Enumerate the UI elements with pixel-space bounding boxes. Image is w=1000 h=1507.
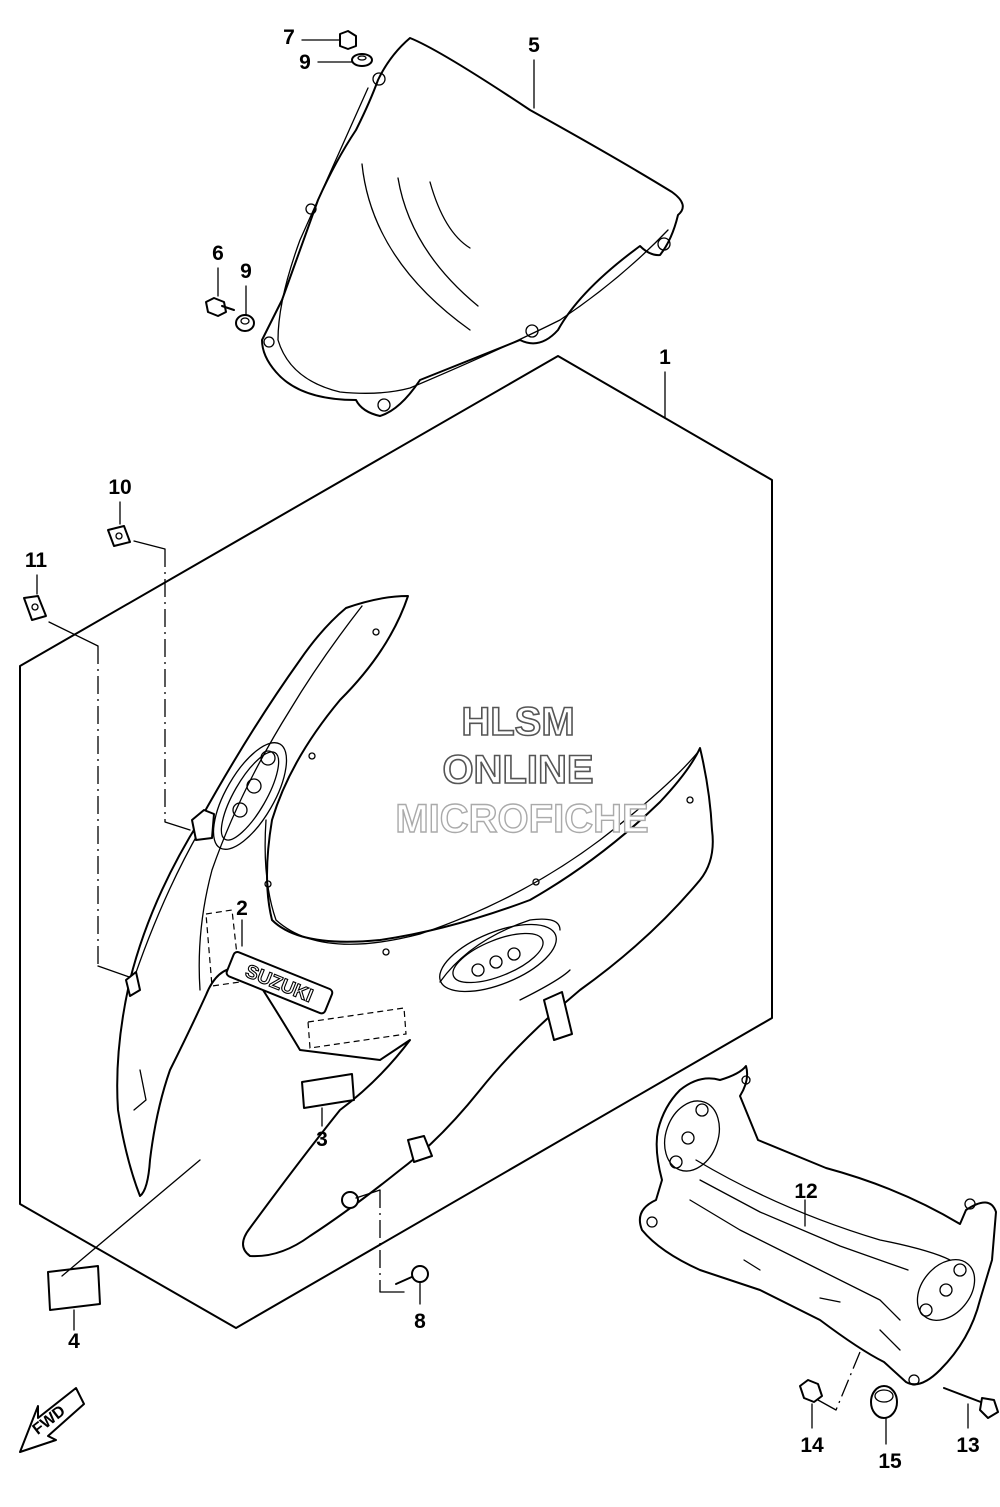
- screw-8: [395, 1265, 429, 1285]
- callout-13: 13: [956, 1434, 979, 1457]
- grommet-15: [870, 1385, 898, 1419]
- forward-arrow-icon: FWD: [19, 1387, 85, 1453]
- callouts: 1 2 3 4 5 6 7 8 9 9 10 11 12 13 14 15: [25, 26, 980, 1473]
- washer-9-left: [235, 285, 255, 332]
- screw-7: [301, 30, 357, 50]
- callout-10: 10: [108, 476, 131, 499]
- nut-14: [799, 1379, 823, 1403]
- watermark-line2: ONLINE: [442, 748, 593, 792]
- screw-6: [205, 267, 235, 317]
- callout-9-top: 9: [299, 51, 311, 74]
- decal-3-placement: [307, 1007, 407, 1049]
- callout-15: 15: [878, 1450, 902, 1473]
- watermark-line3: MICROFICHE: [395, 797, 648, 841]
- callout-7: 7: [283, 26, 295, 49]
- callout-6: 6: [212, 242, 224, 265]
- callout-1: 1: [659, 346, 671, 369]
- callout-9-left: 9: [240, 260, 252, 283]
- washer-9-top: [317, 53, 373, 67]
- callout-2: 2: [236, 897, 248, 920]
- emblem-placement: [205, 909, 241, 987]
- watermark-line1: HLSM: [461, 700, 574, 744]
- callout-4: 4: [68, 1330, 80, 1353]
- clip-nut-10: [107, 501, 131, 547]
- callout-5: 5: [528, 34, 540, 57]
- callout-3: 3: [316, 1128, 328, 1151]
- windscreen: [261, 37, 684, 417]
- clip-nut-11: [23, 574, 47, 621]
- callout-14: 14: [800, 1434, 824, 1457]
- callout-11: 11: [25, 549, 48, 572]
- callout-8: 8: [414, 1310, 426, 1333]
- upper-cowling: [116, 595, 714, 1258]
- watermark: HLSM ONLINE MICROFICHE: [395, 699, 650, 842]
- bolt-13: [943, 1387, 999, 1419]
- decal-4: [47, 1265, 101, 1311]
- assembly-boundary: [19, 355, 773, 1329]
- cowling-brace: [638, 1065, 997, 1386]
- callout-12: 12: [794, 1180, 817, 1203]
- decal-3: [301, 1073, 355, 1109]
